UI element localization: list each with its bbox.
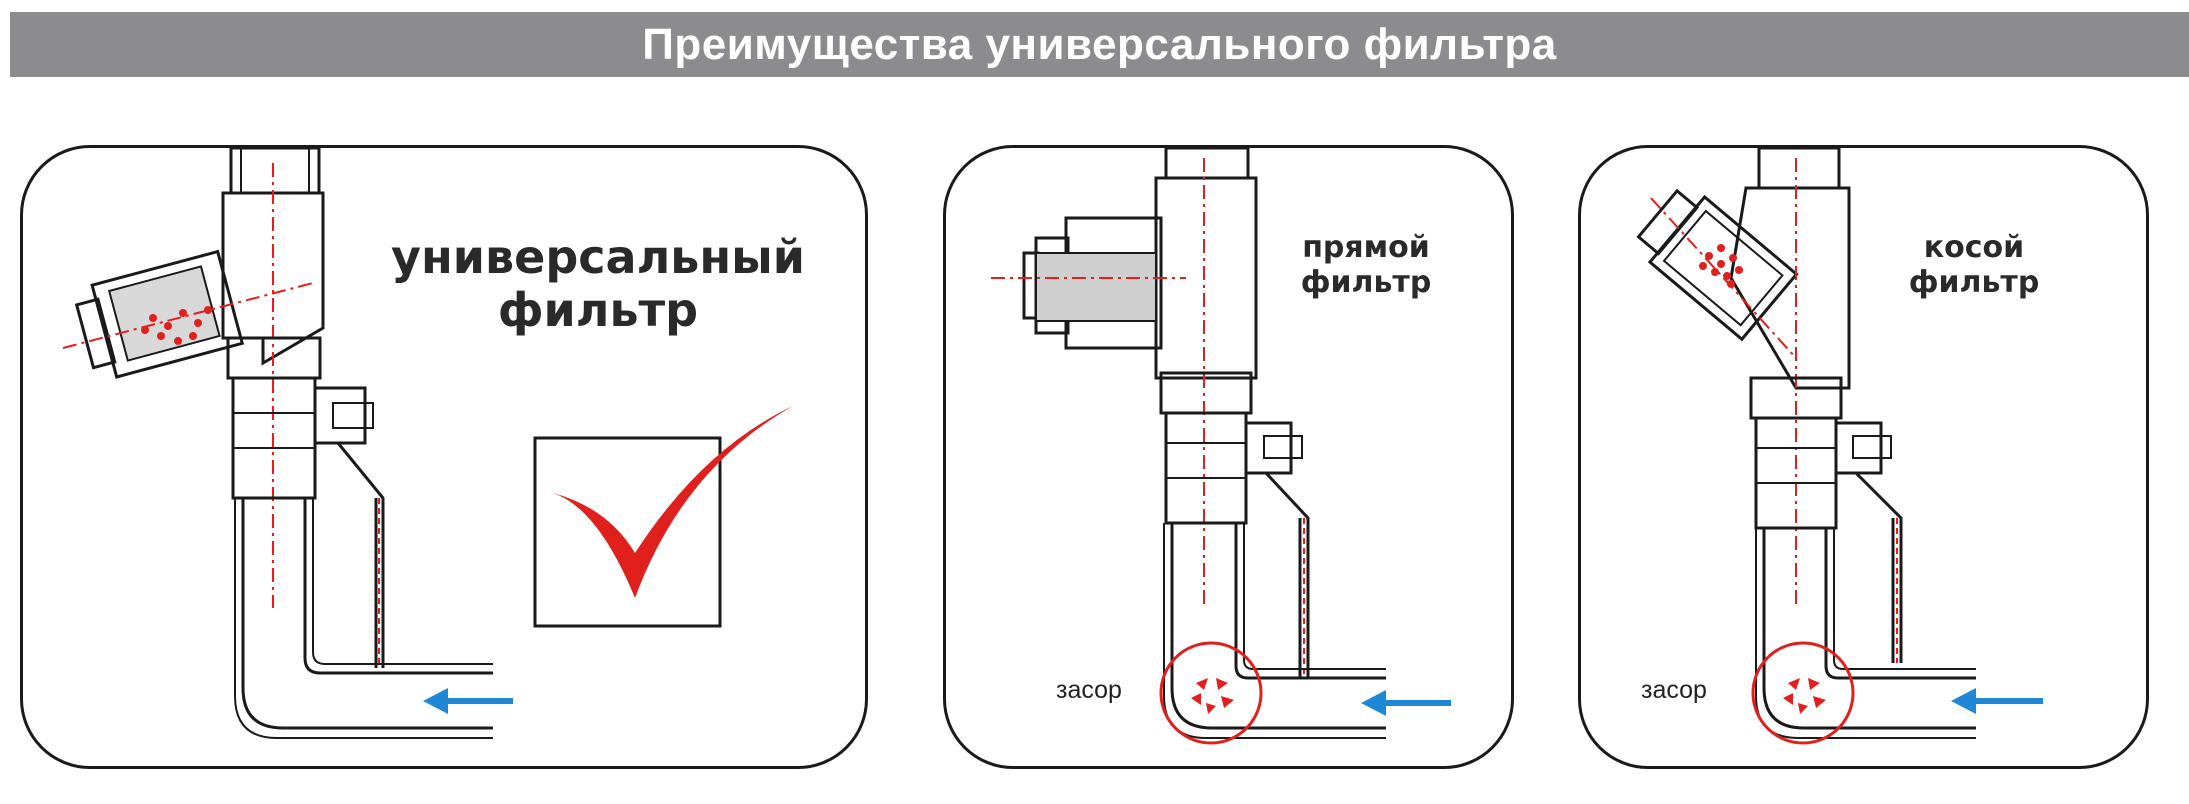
filter-mesh-dots xyxy=(141,306,212,345)
check-mark-icon xyxy=(553,406,793,598)
page-title: Преимущества универсального фильтра xyxy=(642,19,1557,69)
flow-arrow-icon xyxy=(1951,688,2043,714)
checkbox-frame xyxy=(533,436,722,628)
oblique-filter-drawing xyxy=(1636,148,2043,745)
straight-filter-label: прямой фильтр xyxy=(1300,230,1432,300)
clog-label: засор xyxy=(1641,676,1707,704)
universal-filter-drawing xyxy=(62,148,793,739)
straight-filter-drawing xyxy=(991,148,1451,745)
header-banner: Преимущества универсального фильтра xyxy=(10,12,2189,77)
universal-filter-label: универсальный фильтр xyxy=(391,230,805,337)
clog-label: засор xyxy=(1056,676,1122,704)
clog-circle-icon xyxy=(1159,641,1263,745)
flow-arrow-icon xyxy=(423,688,513,714)
filter-mesh-dots xyxy=(1699,244,1743,288)
panel-oblique-filter: косой фильтр засор xyxy=(1578,145,2149,769)
flow-arrow-icon xyxy=(1361,690,1451,716)
clog-circle-icon xyxy=(1751,641,1855,745)
panel-universal-filter: универсальный фильтр xyxy=(20,145,868,769)
oblique-filter-label: косой фильтр xyxy=(1908,230,2040,300)
panel-straight-filter: прямой фильтр засор xyxy=(943,145,1514,769)
